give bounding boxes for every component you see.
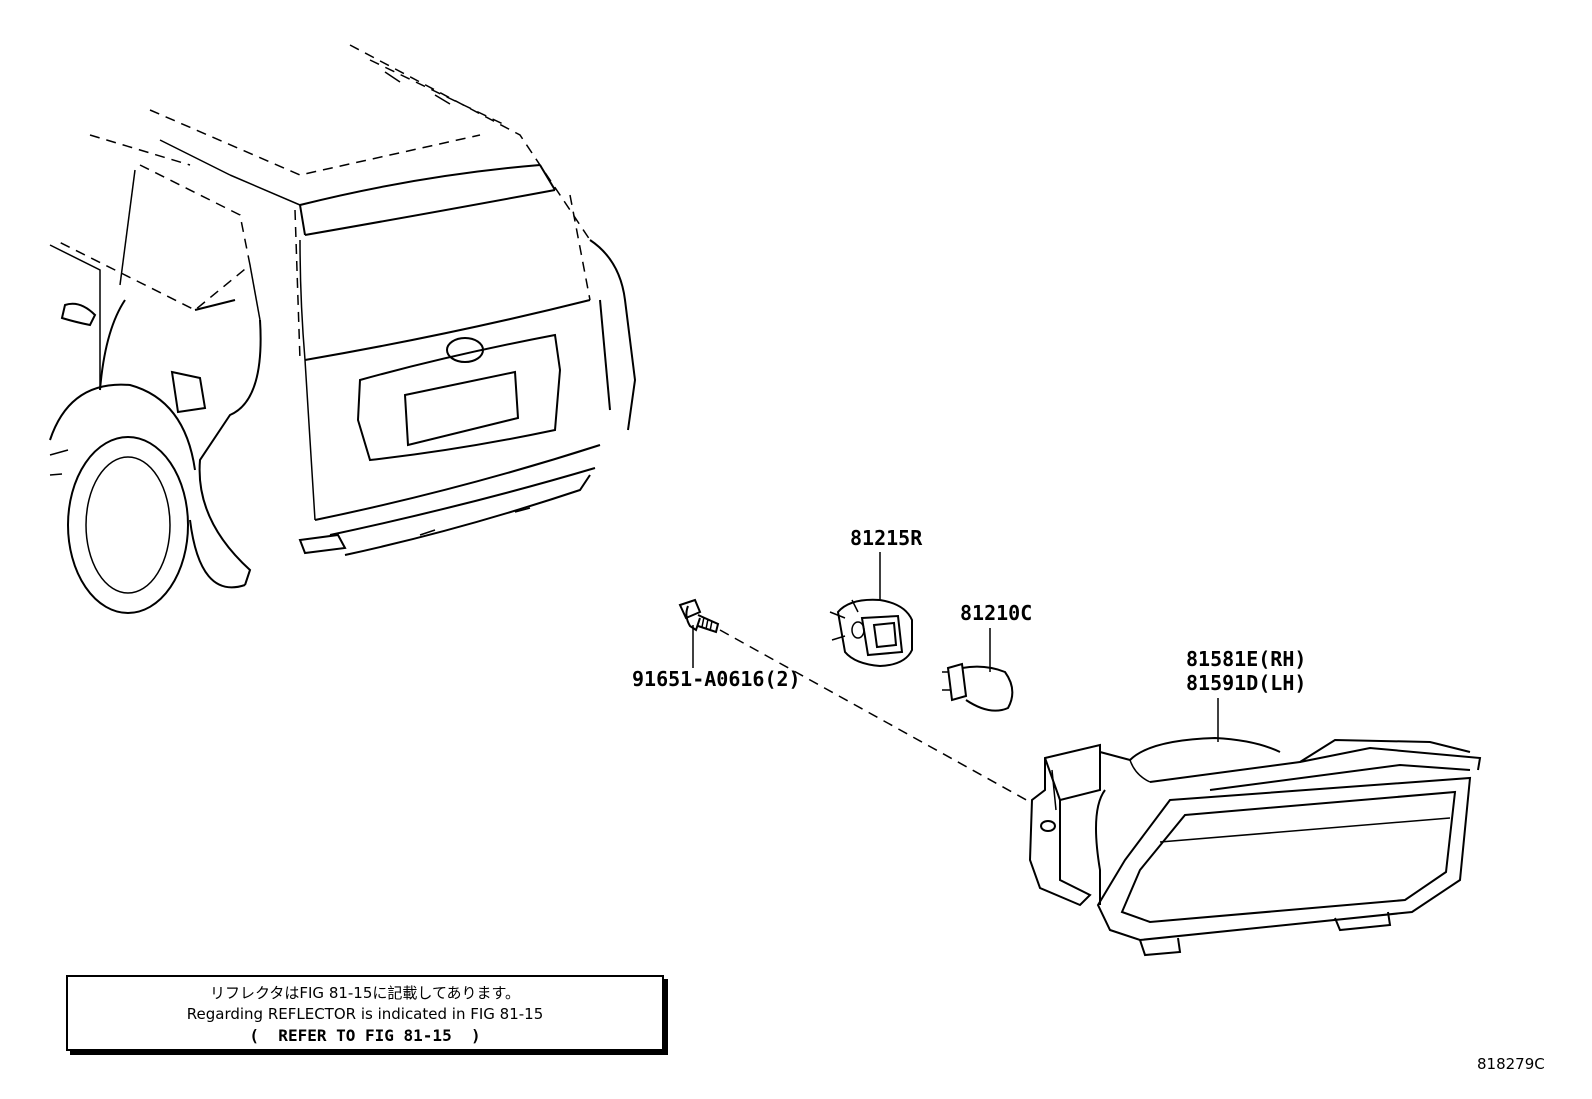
socket-part bbox=[829, 598, 913, 668]
note-refer: ( REFER TO FIG 81-15 ) bbox=[249, 1026, 481, 1045]
note-english: Regarding REFLECTOR is indicated in FIG … bbox=[186, 1005, 544, 1023]
label-lamp-lh: 81591D(LH) bbox=[1186, 671, 1306, 695]
vehicle-illustration bbox=[49, 44, 637, 614]
reference-note: リフレクタはFIG 81-15に記載してあります。 Regarding REFL… bbox=[66, 975, 664, 1051]
figure-id: 818279C bbox=[1477, 1055, 1545, 1073]
label-screw: 91651-A0616(2) bbox=[632, 667, 801, 691]
screw-part bbox=[678, 598, 720, 634]
label-bulb: 81210C bbox=[960, 601, 1032, 625]
bulb-part bbox=[942, 662, 1014, 712]
note-japanese: リフレクタはFIG 81-15に記載してあります。 bbox=[209, 984, 521, 1002]
fog-lamp-assembly bbox=[1028, 736, 1482, 957]
label-socket: 81215R bbox=[850, 526, 923, 550]
label-lamp-rh: 81581E(RH) bbox=[1186, 647, 1306, 671]
assembly-line bbox=[719, 629, 1031, 803]
